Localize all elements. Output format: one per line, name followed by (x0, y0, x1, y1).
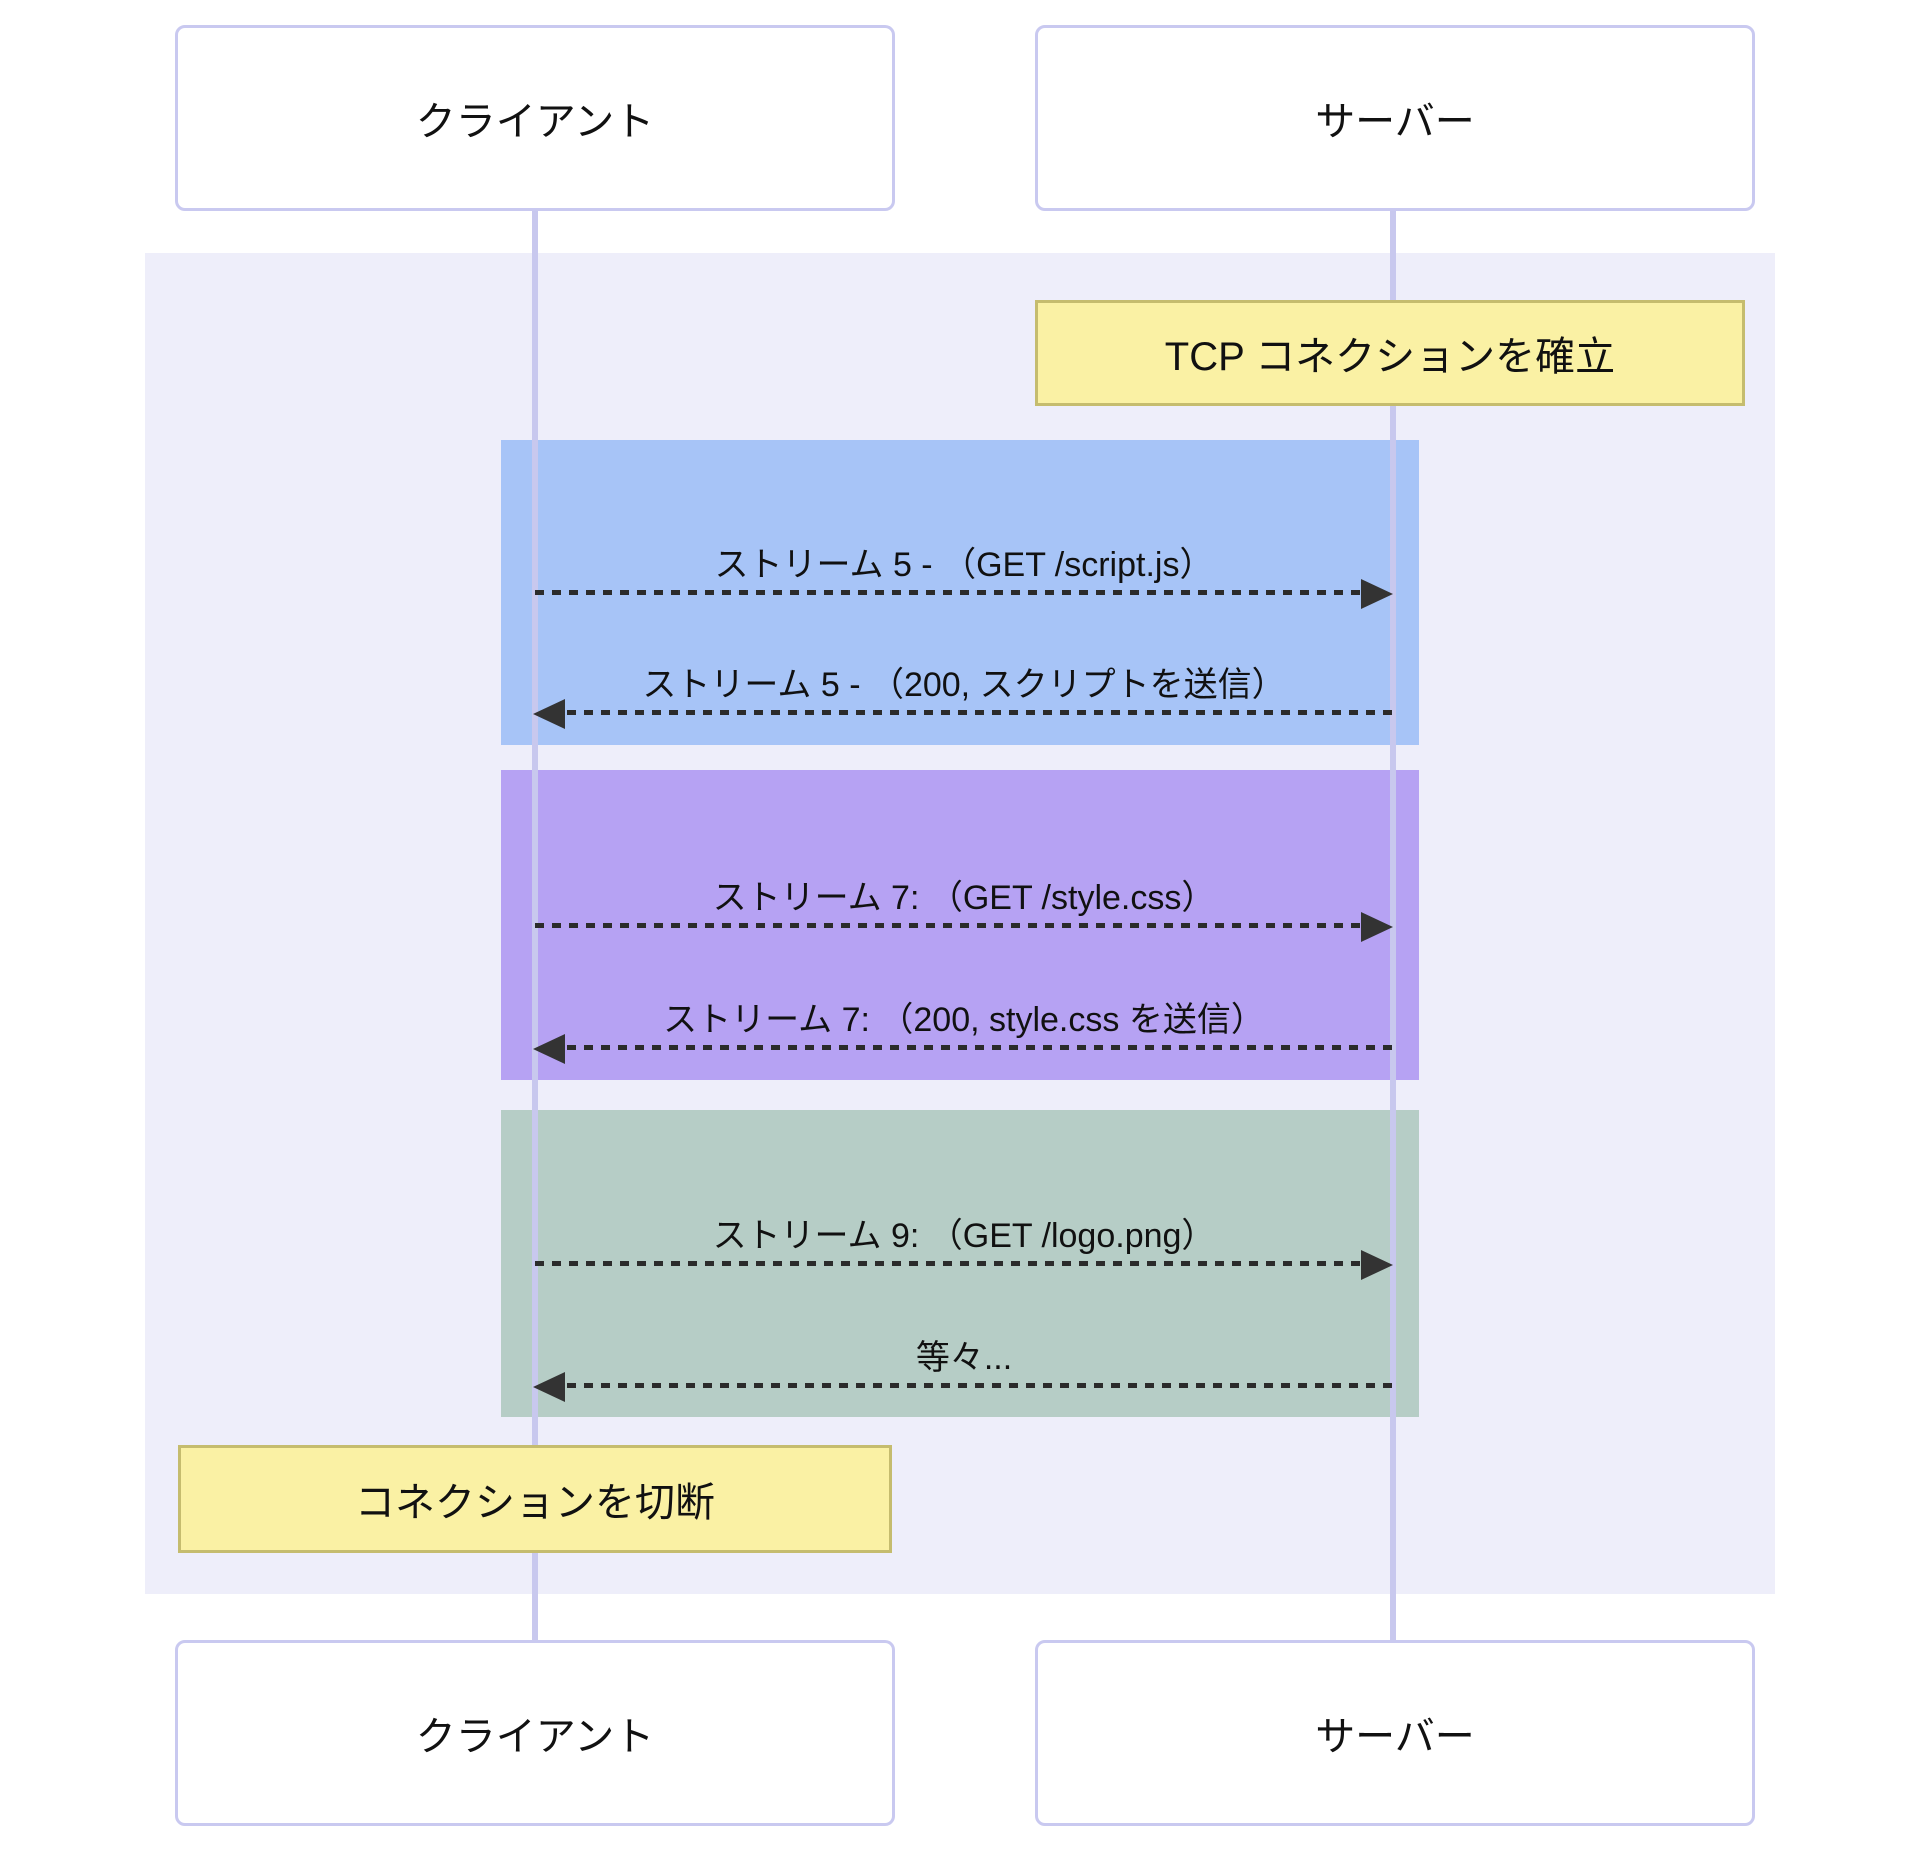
message-stream5-response-line (567, 710, 1393, 715)
arrowhead-right-icon (1361, 1250, 1393, 1280)
arrowhead-left-icon (533, 699, 565, 729)
arrowhead-right-icon (1361, 912, 1393, 942)
message-stream7-request-line (535, 923, 1363, 928)
message-stream5-request-label: ストリーム 5 - （GET /script.js） (714, 546, 1214, 584)
message-stream7-response-line (567, 1045, 1393, 1050)
actor-server-top-label: サーバー (1315, 100, 1475, 144)
message-stream7-request-label: ストリーム 7: （GET /style.css） (712, 879, 1216, 917)
arrowhead-left-icon (533, 1034, 565, 1064)
actor-client-bottom-label: クライアント (415, 1715, 655, 1759)
message-stream7-response-label: ストリーム 7: （200, style.css を送信） (663, 1001, 1265, 1039)
message-stream9-request-label: ストリーム 9: （GET /logo.png） (712, 1217, 1216, 1255)
note-tcp-connect: TCP コネクションを確立 (1035, 300, 1745, 406)
message-stream5-response-label: ストリーム 5 - （200, スクリプトを送信） (642, 666, 1286, 704)
message-stream5-request-line (535, 590, 1363, 595)
actor-client-top-label: クライアント (415, 100, 655, 144)
actor-server-bottom: サーバー (1035, 1640, 1755, 1826)
message-stream9-etc-label: 等々... (915, 1339, 1013, 1377)
actor-server-bottom-label: サーバー (1315, 1715, 1475, 1759)
server-lifeline (1390, 211, 1396, 1640)
arrowhead-left-icon (533, 1372, 565, 1402)
actor-server-top: サーバー (1035, 25, 1755, 211)
note-tcp-connect-text: TCP コネクションを確立 (1164, 335, 1616, 379)
actor-client-top: クライアント (175, 25, 895, 211)
actor-client-bottom: クライアント (175, 1640, 895, 1826)
message-stream9-etc-line (567, 1383, 1393, 1388)
message-stream9-request-line (535, 1261, 1363, 1266)
note-disconnect-text: コネクションを切断 (355, 1481, 715, 1525)
note-disconnect: コネクションを切断 (178, 1445, 892, 1553)
arrowhead-right-icon (1361, 579, 1393, 609)
